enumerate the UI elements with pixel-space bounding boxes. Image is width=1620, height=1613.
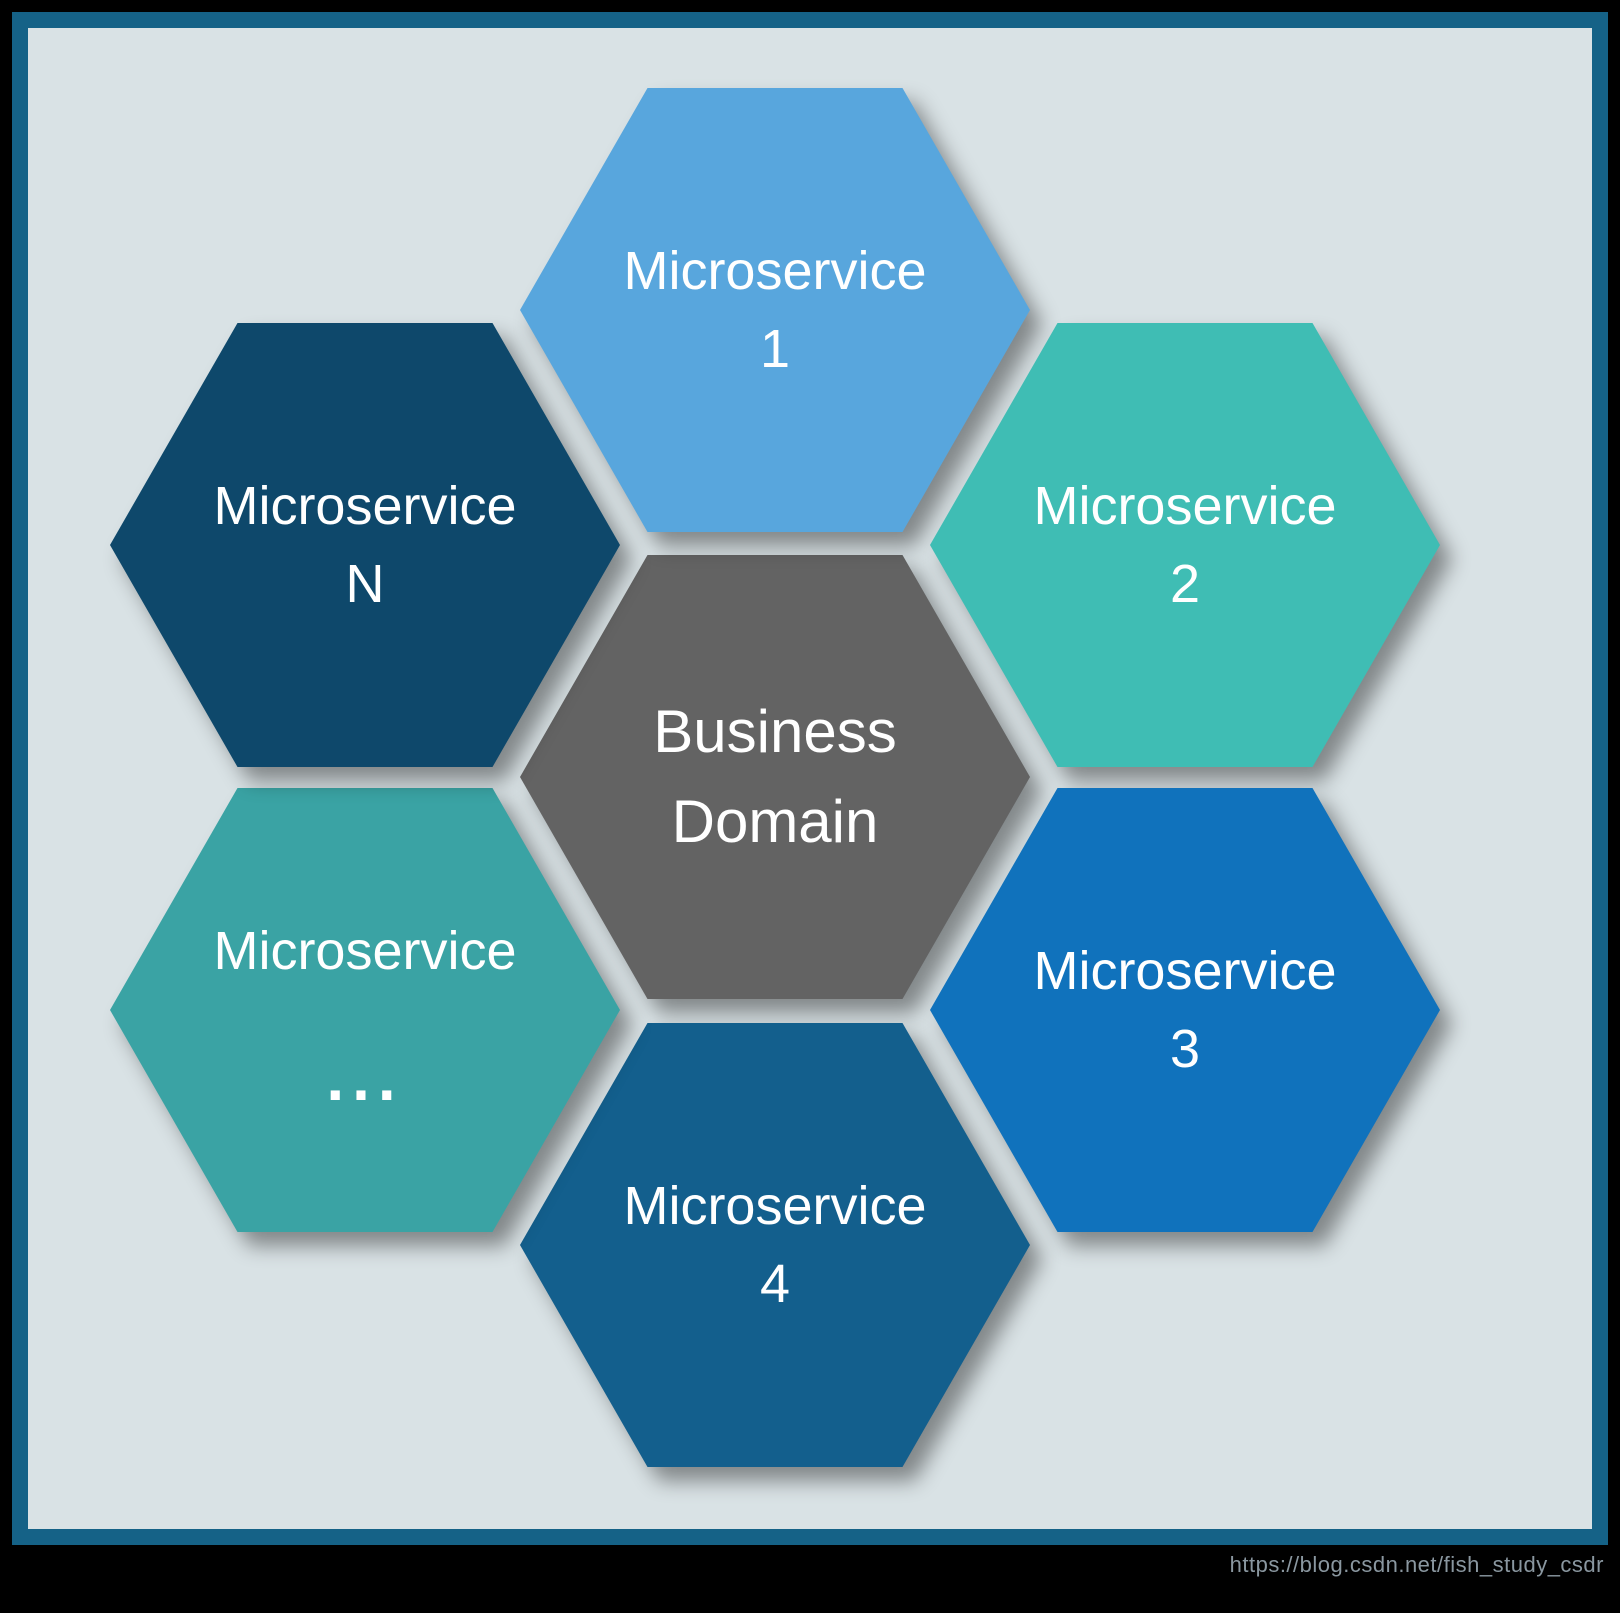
hexagon-microservice-n: Microservice N bbox=[110, 323, 620, 767]
hexagon-business-domain: Business Domain bbox=[520, 555, 1030, 999]
microservice-1-label-line2: 1 bbox=[759, 319, 791, 379]
hexagon-microservice-n-shape: Microservice N bbox=[110, 323, 620, 767]
hexagon-microservice-2-shape: Microservice 2 bbox=[930, 323, 1440, 767]
microservice-n-label-line1: Microservice bbox=[213, 475, 517, 536]
hexagon-microservice-1: Microservice 1 bbox=[520, 88, 1030, 532]
microservice-ellipsis-label-line2: ... bbox=[326, 1042, 404, 1115]
microservice-3-label-line2: 3 bbox=[1169, 1019, 1201, 1079]
hexagon-microservice-2: Microservice 2 bbox=[930, 323, 1440, 767]
microservice-n-label-line2: N bbox=[345, 554, 385, 614]
watermark: https://blog.csdn.net/fish_study_csdr bbox=[1229, 1552, 1604, 1577]
microservice-2-label-line1: Microservice bbox=[1033, 475, 1337, 536]
microservice-4-label-line2: 4 bbox=[759, 1254, 791, 1314]
hexagon-microservice-3: Microservice 3 bbox=[930, 788, 1440, 1232]
hexagon-microservice-1-shape: Microservice 1 bbox=[520, 88, 1030, 532]
hexagon-microservice-ellipsis-shape: Microservice ... bbox=[110, 788, 620, 1232]
hexagon-business-domain-shape: Business Domain bbox=[520, 555, 1030, 999]
hexagon-microservice-3-shape: Microservice 3 bbox=[930, 788, 1440, 1232]
microservice-4-label-line1: Microservice bbox=[623, 1175, 927, 1236]
business-domain-label-line2: Domain bbox=[671, 788, 879, 855]
microservice-ellipsis-label-line1: Microservice bbox=[213, 921, 517, 982]
business-domain-label-line1: Business bbox=[653, 698, 897, 765]
hexagon-microservice-4-shape: Microservice 4 bbox=[520, 1023, 1030, 1467]
microservice-1-label-line1: Microservice bbox=[623, 240, 927, 301]
hexagon-microservice-4: Microservice 4 bbox=[520, 1023, 1030, 1467]
microservice-3-label-line1: Microservice bbox=[1033, 940, 1337, 1001]
hexagon-microservice-ellipsis: Microservice ... bbox=[110, 788, 620, 1232]
microservice-2-label-line2: 2 bbox=[1169, 554, 1201, 614]
